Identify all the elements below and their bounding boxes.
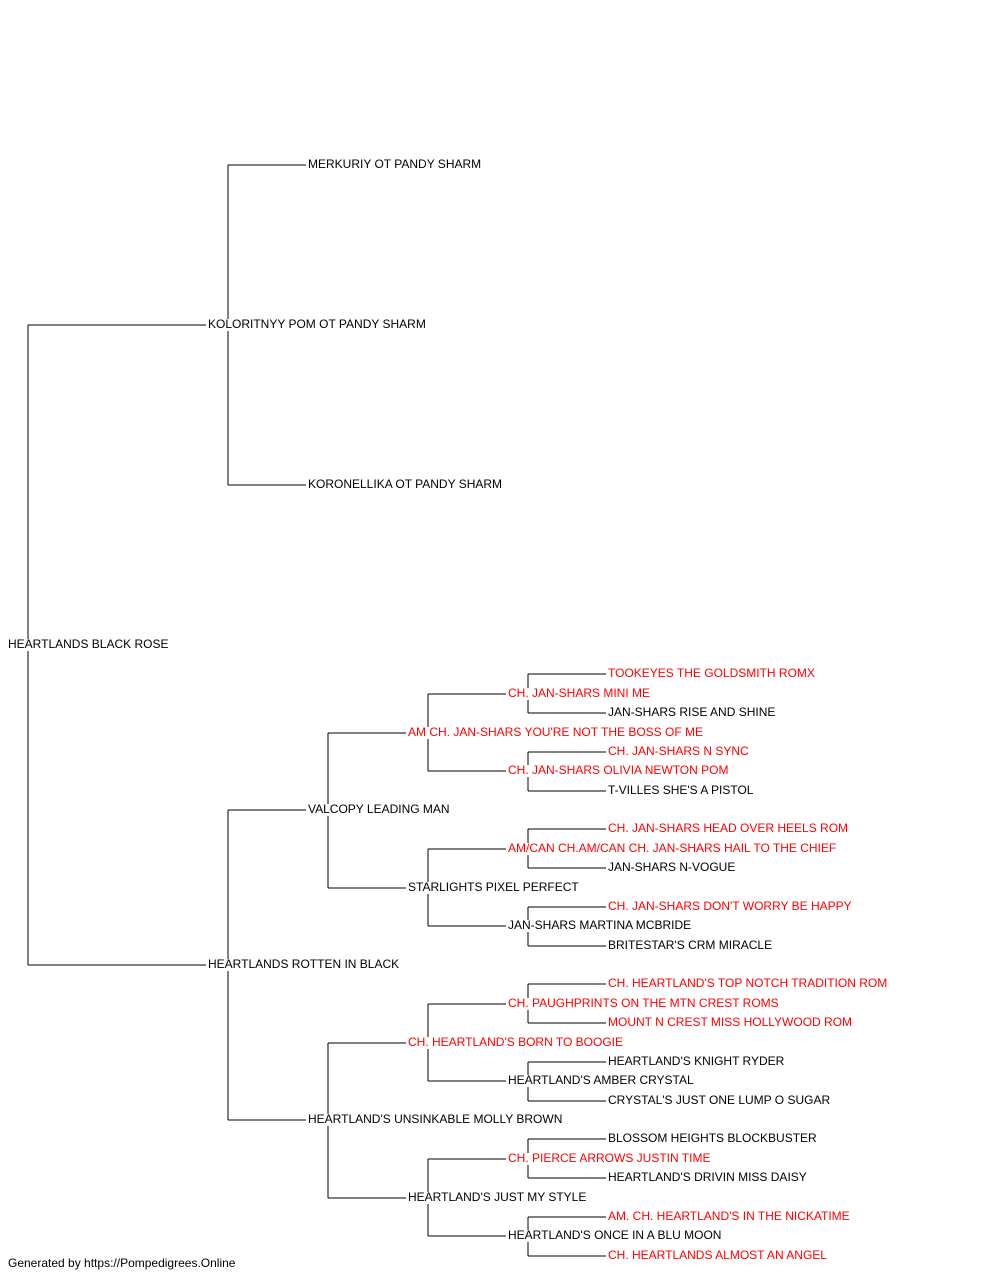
dog-name-heartland-s-drivin-miss-daisy: HEARTLAND'S DRIVIN MISS DAISY	[608, 1170, 807, 1184]
dog-name-heartlands-black-rose: HEARTLANDS BLACK ROSE	[8, 637, 169, 651]
dog-name-am-can-ch-am-can-ch-jan-shars-hail-to-the-chief: AM/CAN CH.AM/CAN CH. JAN-SHARS HAIL TO T…	[508, 841, 836, 855]
dog-name-jan-shars-martina-mcbride: JAN-SHARS MARTINA MCBRIDE	[508, 918, 691, 932]
generated-by-footer: Generated by https://Pompedigrees.Online	[8, 1256, 236, 1270]
dog-name-ch-jan-shars-head-over-heels-rom: CH. JAN-SHARS HEAD OVER HEELS ROM	[608, 821, 848, 835]
dog-name-koronellika-ot-pandy-sharm: KORONELLIKA OT PANDY SHARM	[308, 477, 502, 491]
dog-name-tookeyes-the-goldsmith-romx: TOOKEYES THE GOLDSMITH ROMX	[608, 666, 815, 680]
dog-name-ch-heartlands-almost-an-angel: CH. HEARTLANDS ALMOST AN ANGEL	[608, 1248, 827, 1262]
dog-name-heartland-s-knight-ryder: HEARTLAND'S KNIGHT RYDER	[608, 1054, 785, 1068]
dog-name-ch-jan-shars-mini-me: CH. JAN-SHARS MINI ME	[508, 686, 650, 700]
dog-name-britestar-s-crm-miracle: BRITESTAR'S CRM MIRACLE	[608, 938, 772, 952]
dog-name-ch-heartland-s-born-to-boogie: CH. HEARTLAND'S BORN TO BOOGIE	[408, 1035, 623, 1049]
dog-name-ch-heartland-s-top-notch-tradition-rom: CH. HEARTLAND'S TOP NOTCH TRADITION ROM	[608, 976, 887, 990]
dog-name-heartland-s-amber-crystal: HEARTLAND'S AMBER CRYSTAL	[508, 1073, 694, 1087]
dog-name-heartlands-rotten-in-black: HEARTLANDS ROTTEN IN BLACK	[208, 957, 399, 971]
dog-name-starlights-pixel-perfect: STARLIGHTS PIXEL PERFECT	[408, 880, 579, 894]
dog-name-t-villes-she-s-a-pistol: T-VILLES SHE'S A PISTOL	[608, 783, 754, 797]
dog-name-jan-shars-n-vogue: JAN-SHARS N-VOGUE	[608, 860, 735, 874]
dog-name-heartland-s-once-in-a-blu-moon: HEARTLAND'S ONCE IN A BLU MOON	[508, 1228, 721, 1242]
dog-name-ch-paughprints-on-the-mtn-crest-roms: CH. PAUGHPRINTS ON THE MTN CREST ROMS	[508, 996, 779, 1010]
dog-name-crystal-s-just-one-lump-o-sugar: CRYSTAL'S JUST ONE LUMP O SUGAR	[608, 1093, 830, 1107]
dog-name-ch-pierce-arrows-justin-time: CH. PIERCE ARROWS JUSTIN TIME	[508, 1151, 710, 1165]
dog-name-merkuriy-ot-pandy-sharm: MERKURIY OT PANDY SHARM	[308, 157, 481, 171]
dog-name-blossom-heights-blockbuster: BLOSSOM HEIGHTS BLOCKBUSTER	[608, 1131, 817, 1145]
dog-name-koloritnyy-pom-ot-pandy-sharm: KOLORITNYY POM OT PANDY SHARM	[208, 317, 426, 331]
dog-name-am-ch-heartland-s-in-the-nickatime: AM. CH. HEARTLAND'S IN THE NICKATIME	[608, 1209, 850, 1223]
dog-name-ch-jan-shars-don-t-worry-be-happy: CH. JAN-SHARS DON'T WORRY BE HAPPY	[608, 899, 852, 913]
dog-name-ch-jan-shars-n-sync: CH. JAN-SHARS N SYNC	[608, 744, 749, 758]
dog-name-ch-jan-shars-olivia-newton-pom: CH. JAN-SHARS OLIVIA NEWTON POM	[508, 763, 728, 777]
dog-name-am-ch-jan-shars-you-re-not-the-boss-of-me: AM CH. JAN-SHARS YOU'RE NOT THE BOSS OF …	[408, 725, 703, 739]
dog-name-mount-n-crest-miss-hollywood-rom: MOUNT N CREST MISS HOLLYWOOD ROM	[608, 1015, 852, 1029]
dog-name-jan-shars-rise-and-shine: JAN-SHARS RISE AND SHINE	[608, 705, 775, 719]
dog-name-valcopy-leading-man: VALCOPY LEADING MAN	[308, 802, 450, 816]
dog-name-heartland-s-unsinkable-molly-brown: HEARTLAND'S UNSINKABLE MOLLY BROWN	[308, 1112, 562, 1126]
dog-name-heartland-s-just-my-style: HEARTLAND'S JUST MY STYLE	[408, 1190, 586, 1204]
